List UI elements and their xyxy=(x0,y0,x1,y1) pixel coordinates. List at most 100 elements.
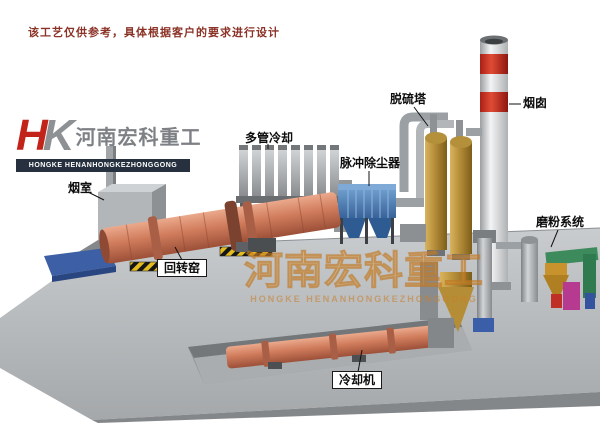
leader-cooling-machine xyxy=(357,349,363,373)
tower-base xyxy=(427,250,445,256)
dust-collector-leg xyxy=(365,218,368,244)
cooler-tube-cap xyxy=(330,145,339,150)
dust-collector-hopper xyxy=(340,218,366,238)
cooler-tube xyxy=(317,150,326,196)
leader-rotary-kiln xyxy=(174,246,183,261)
logo-letter-h: H xyxy=(16,111,48,160)
logo-company-name: 河南宏科重工 xyxy=(75,126,202,149)
smoke-chamber-roof xyxy=(98,184,166,192)
aux-box-blue xyxy=(585,293,595,309)
tower-dome xyxy=(450,136,472,148)
cooler-tube xyxy=(304,150,313,196)
kiln-shell xyxy=(101,192,341,264)
mill-cylinder xyxy=(521,240,538,302)
label-grinding-system: 磨粉系统 xyxy=(536,215,585,229)
feed-pipe xyxy=(496,242,524,249)
cooler-tube xyxy=(278,150,287,196)
dust-collector-leg xyxy=(340,218,343,244)
cooling-machine-ring xyxy=(328,333,339,360)
company-logo: HK 河南宏科重工 HONGKE HENANHONGKEZHONGGONG xyxy=(16,114,201,172)
label-multi-tube-cooler: 多管冷却 xyxy=(245,131,294,145)
elevator-base xyxy=(473,318,494,332)
green-duct-vertical xyxy=(583,254,596,298)
cyclone-cone xyxy=(543,275,569,303)
cooler-tube-cap xyxy=(265,145,274,150)
cooling-machine-ring xyxy=(386,327,396,354)
chimney-base xyxy=(477,282,511,290)
cooler-tube xyxy=(252,150,261,196)
tower-base xyxy=(452,254,470,260)
cooler-tube-cap xyxy=(317,145,326,150)
desulfurization-towers xyxy=(399,112,482,260)
chimney xyxy=(477,35,511,290)
logo-letter-k: K xyxy=(42,111,75,160)
cooler-tube-cap xyxy=(239,145,248,150)
cooling-machine xyxy=(225,325,438,369)
kiln-drive-motor xyxy=(248,238,276,252)
kiln-shell-seams xyxy=(125,193,327,261)
bucket-elevator xyxy=(477,238,492,330)
chimney-band xyxy=(480,54,508,74)
grinding-system xyxy=(438,230,599,332)
disclaimer-text: 该工艺仅供参考，具体根据客户的要求进行设计 xyxy=(28,27,280,39)
chimney-mouth xyxy=(485,38,503,45)
dust-collector-body xyxy=(338,190,396,218)
clinker-chute xyxy=(420,262,438,320)
logo-monogram: HK xyxy=(16,114,75,158)
aux-box-red xyxy=(551,294,562,308)
mill-cylinder-top xyxy=(521,236,538,244)
tower-riser xyxy=(456,120,463,146)
dust-collector-hopper xyxy=(368,218,394,238)
chimney-band xyxy=(480,92,508,112)
cooling-machine-support xyxy=(268,362,282,369)
kiln-end-cap xyxy=(99,229,110,264)
leader-lines xyxy=(87,103,559,373)
cooling-machine-hood xyxy=(428,318,454,348)
hopper-cone xyxy=(438,287,474,332)
foundation-pad-edge xyxy=(52,266,116,282)
hopper-top xyxy=(440,272,472,287)
leader-desulfurization-tower xyxy=(413,106,429,127)
label-cooling-machine: 冷却机 xyxy=(332,371,383,390)
dust-collector-outlet-duct xyxy=(396,198,424,207)
logo-top-row: HK 河南宏科重工 xyxy=(16,114,201,158)
kiln-girth-gear xyxy=(224,200,244,251)
ground-platform-front xyxy=(92,392,600,423)
id-fan xyxy=(400,224,426,242)
cooler-tube-cap xyxy=(291,145,300,150)
cooler-tube-cap xyxy=(252,145,261,150)
pulse-dust-collector xyxy=(338,184,426,244)
kiln-tyre xyxy=(147,216,163,261)
dust-collector-leg xyxy=(391,218,394,244)
label-desulfurization-tower: 脱硫塔 xyxy=(390,92,427,106)
flue-duct-arch xyxy=(416,120,454,198)
flue-duct-arch xyxy=(399,112,448,192)
tower-shell xyxy=(425,138,447,250)
cooler-tube xyxy=(330,150,339,196)
rotary-kiln xyxy=(99,192,341,264)
kiln-tyre xyxy=(242,201,258,246)
cooling-machine-ring xyxy=(261,340,271,367)
label-rotary-kiln: 回转窑 xyxy=(157,259,208,278)
tower-dome xyxy=(425,132,447,144)
logo-banner: HONGKE HENANHONGKEZHONGGONG xyxy=(16,158,190,172)
label-chimney: 烟囱 xyxy=(523,96,548,110)
classifier-box xyxy=(563,282,580,310)
leader-grinding-system xyxy=(550,229,559,248)
dust-collector-cap xyxy=(338,184,396,190)
foundation-pad xyxy=(44,248,116,276)
cooler-tube-cap xyxy=(278,145,287,150)
tower-shell xyxy=(450,142,472,254)
label-pulse-dust-collector: 脉冲除尘器 xyxy=(340,156,401,170)
tower-riser xyxy=(430,114,437,142)
cooler-tubes xyxy=(239,145,339,196)
cooler-tube xyxy=(265,150,274,196)
cooler-tube xyxy=(291,150,300,196)
cooling-machine-support xyxy=(352,355,366,362)
leader-smoke-chamber xyxy=(87,191,105,201)
kiln-drive-gearbox xyxy=(236,242,248,252)
cyclone-body xyxy=(545,263,567,275)
label-smoke-chamber: 烟室 xyxy=(68,181,93,195)
